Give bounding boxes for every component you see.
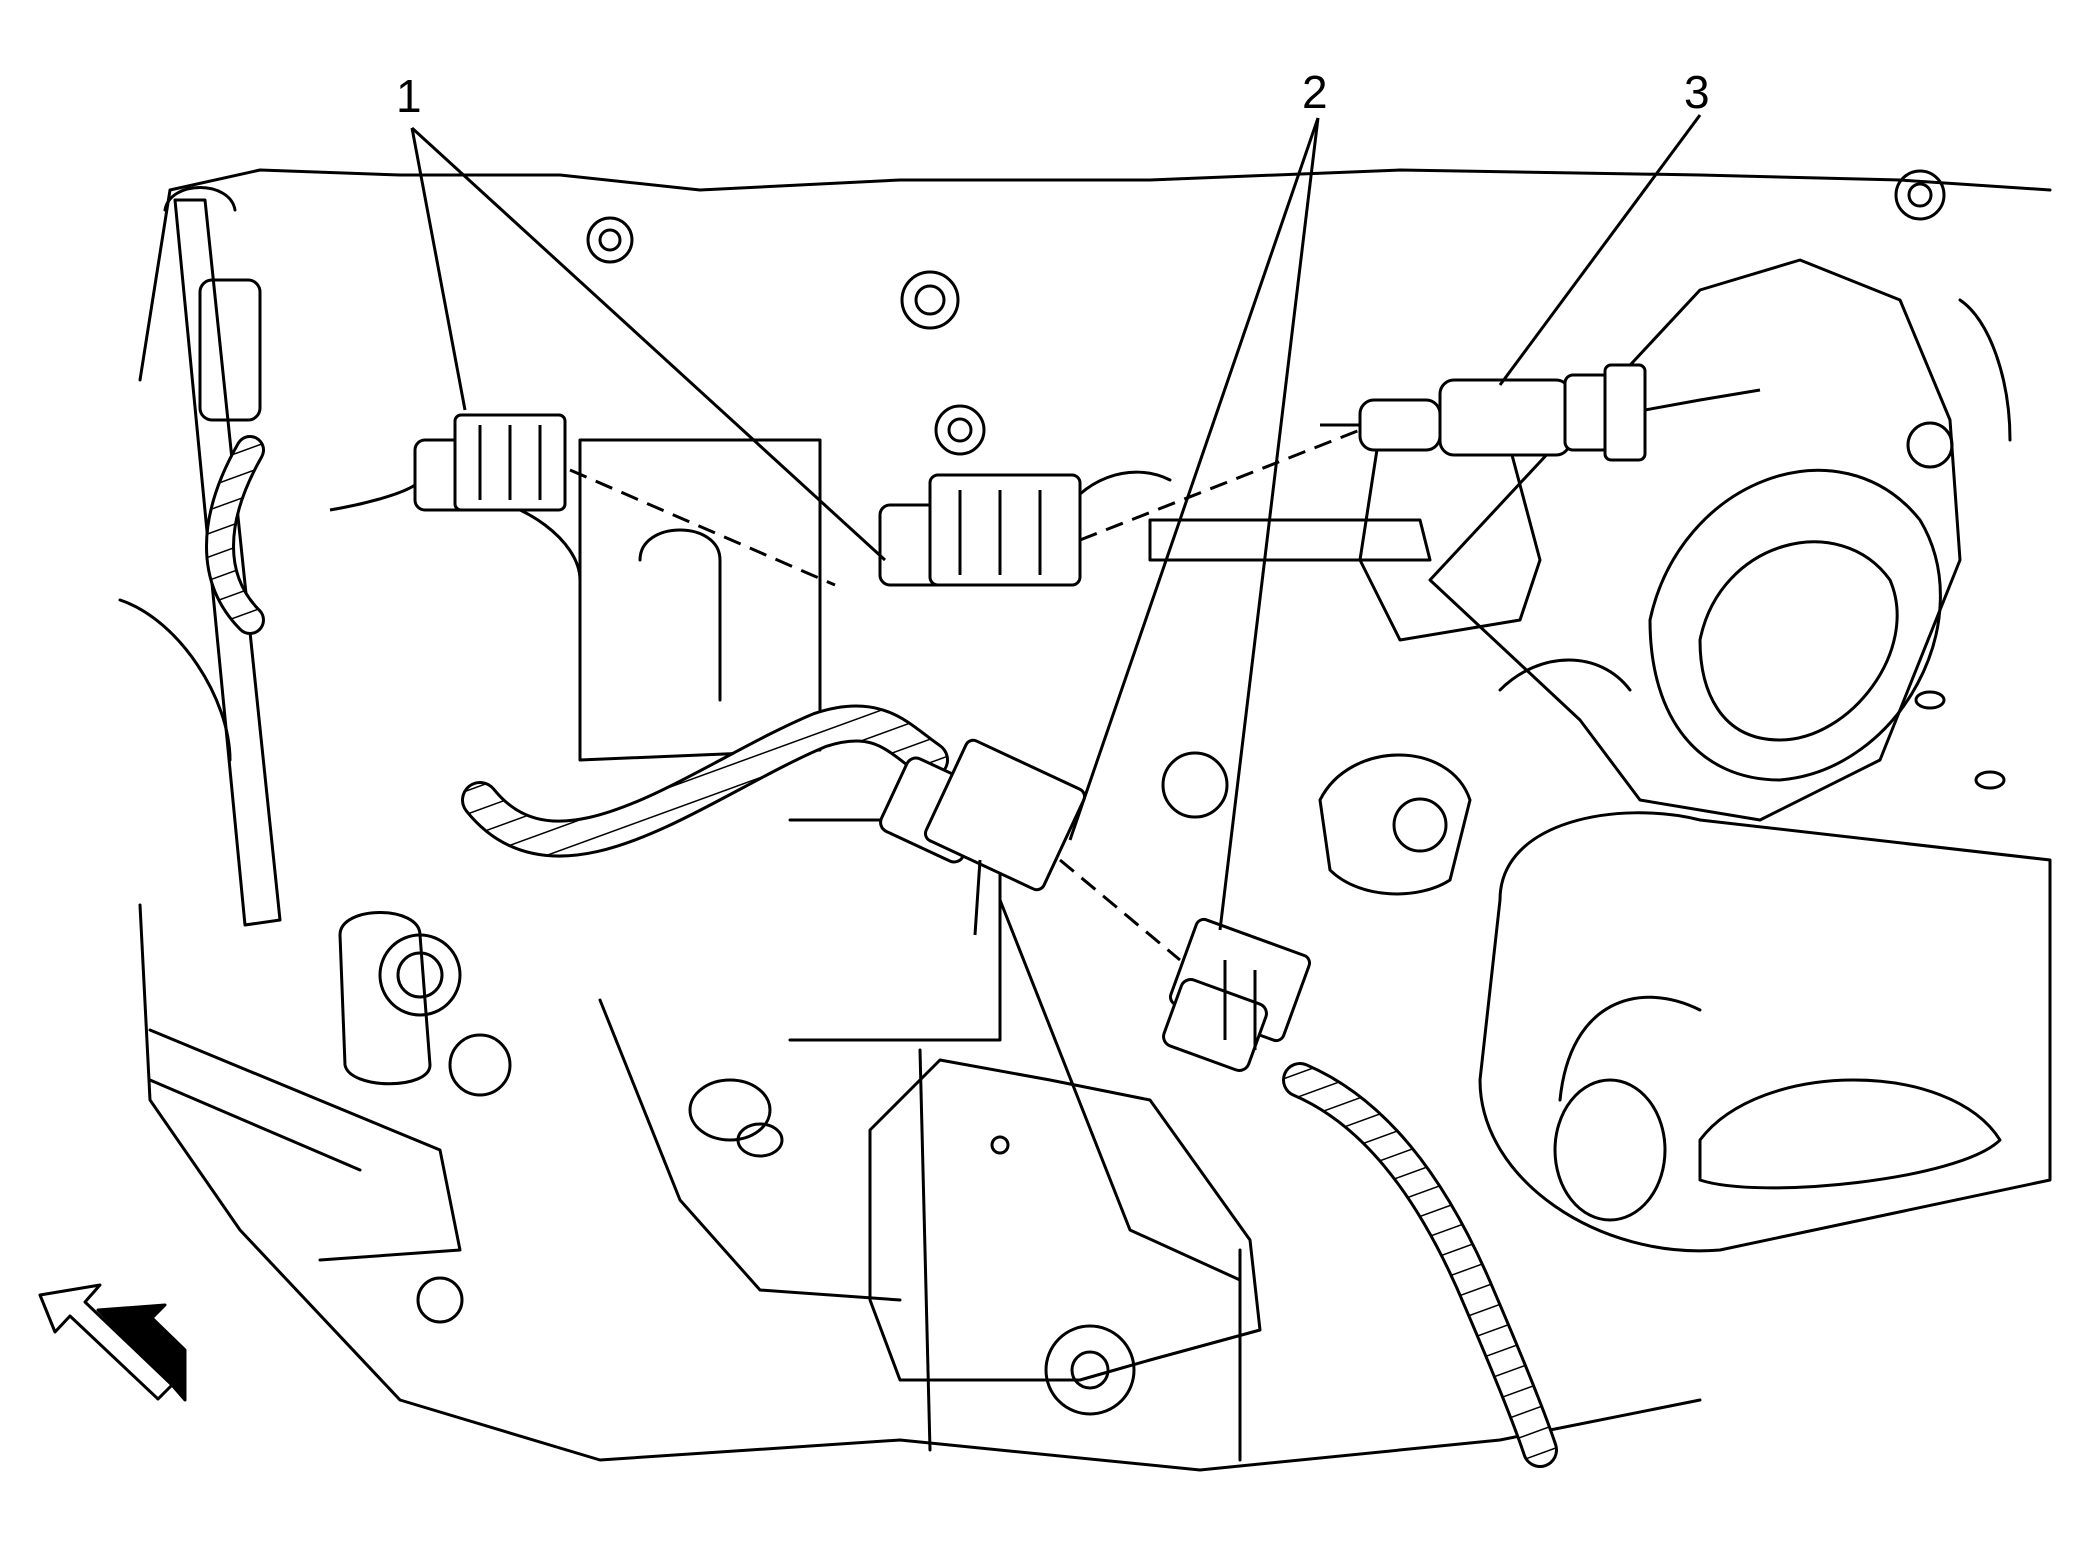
connector-1-left	[413, 413, 567, 512]
engine-line-art	[118, 168, 2052, 1472]
sensor-3	[1358, 363, 1761, 462]
leader-1a	[410, 127, 467, 411]
leader-3	[1498, 114, 1702, 386]
leader-2b	[1218, 117, 1320, 931]
callout-1: 1	[396, 70, 422, 122]
wiring-harness	[205, 435, 1558, 1468]
leader-1b	[410, 126, 887, 562]
direction-arrow-icon	[38, 1283, 187, 1402]
connection-lines	[329, 423, 1361, 962]
connector-2-lower	[1162, 917, 1312, 1072]
callout-labels: 1 2 3	[396, 66, 1710, 122]
callout-3: 3	[1684, 66, 1710, 118]
connectors	[413, 363, 1761, 1072]
connector-2-upper	[879, 738, 1087, 936]
callout-2: 2	[1302, 66, 1328, 118]
leader-lines	[410, 114, 1702, 931]
connector-1-right	[878, 473, 1082, 587]
leader-2a	[1068, 117, 1320, 841]
